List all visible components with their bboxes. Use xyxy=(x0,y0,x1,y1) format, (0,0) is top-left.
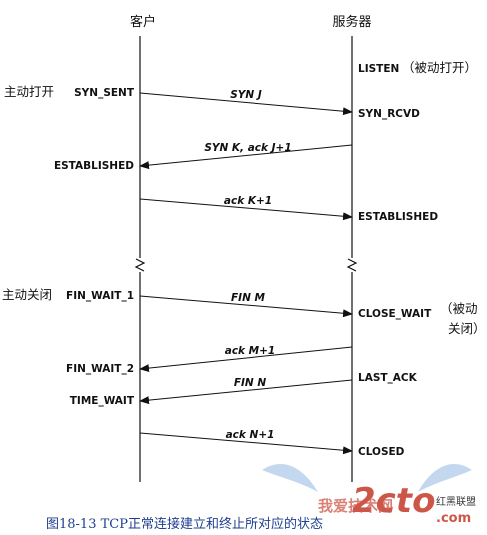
msg-ack-n1: ack N+1 xyxy=(226,429,275,441)
server-passive-close-label-1: （被动 xyxy=(440,301,478,316)
client-timeline-break xyxy=(134,258,146,272)
watermark-site: 2cto xyxy=(352,481,435,521)
arrow-syn-k-ack xyxy=(139,144,353,170)
server-state-established: ESTABLISHED xyxy=(358,211,438,223)
client-state-established: ESTABLISHED xyxy=(54,160,134,172)
figure-caption: 图18-13 TCP正常连接建立和终止所对应的状态 xyxy=(46,516,323,532)
client-header: 客户 xyxy=(130,14,156,30)
server-timeline-break xyxy=(346,258,358,272)
server-state-last-ack: LAST_ACK xyxy=(358,372,418,384)
server-state-listen: LISTEN xyxy=(358,63,399,75)
server-passive-open-label: （被动打开） xyxy=(402,60,477,75)
client-active-close-label: 主动关闭 xyxy=(2,287,52,302)
arrow-ack-m1 xyxy=(139,346,353,373)
msg-ack-m1: ack M+1 xyxy=(225,345,276,357)
arrow-fin-n xyxy=(139,379,353,405)
watermark-wing-left-icon xyxy=(262,463,318,492)
client-state-fin-wait-1: FIN_WAIT_1 xyxy=(66,290,134,302)
watermark-wing-right-icon xyxy=(418,463,472,492)
watermark: 我爱技术网 2cto .com 红黑联盟 xyxy=(262,463,476,526)
client-state-syn-sent: SYN_SENT xyxy=(74,87,135,99)
msg-fin-n: FIN N xyxy=(234,377,267,389)
client-state-time-wait: TIME_WAIT xyxy=(70,395,135,407)
msg-ack-k1: ack K+1 xyxy=(224,195,272,207)
arrow-syn-j xyxy=(139,92,353,116)
server-state-close-wait: CLOSE_WAIT xyxy=(358,308,432,320)
watermark-domain: .com xyxy=(436,511,471,526)
watermark-brand: 红黑联盟 xyxy=(436,495,476,508)
server-state-syn-rcvd: SYN_RCVD xyxy=(358,108,420,120)
arrow-ack-n1 xyxy=(139,432,353,455)
client-state-fin-wait-2: FIN_WAIT_2 xyxy=(66,363,134,375)
msg-syn-k-ack: SYN K, ack J+1 xyxy=(204,142,291,154)
msg-syn-j: SYN J xyxy=(230,89,262,101)
server-state-closed: CLOSED xyxy=(358,446,405,458)
client-active-open-label: 主动打开 xyxy=(4,84,54,99)
server-passive-close-label-2: 关闭） xyxy=(448,321,486,336)
msg-fin-m: FIN M xyxy=(231,292,266,304)
arrow-fin-m xyxy=(139,295,353,318)
watermark-cn-text: 我爱技术网 xyxy=(318,497,393,515)
server-header: 服务器 xyxy=(332,14,371,30)
arrow-ack-k1 xyxy=(139,198,353,221)
